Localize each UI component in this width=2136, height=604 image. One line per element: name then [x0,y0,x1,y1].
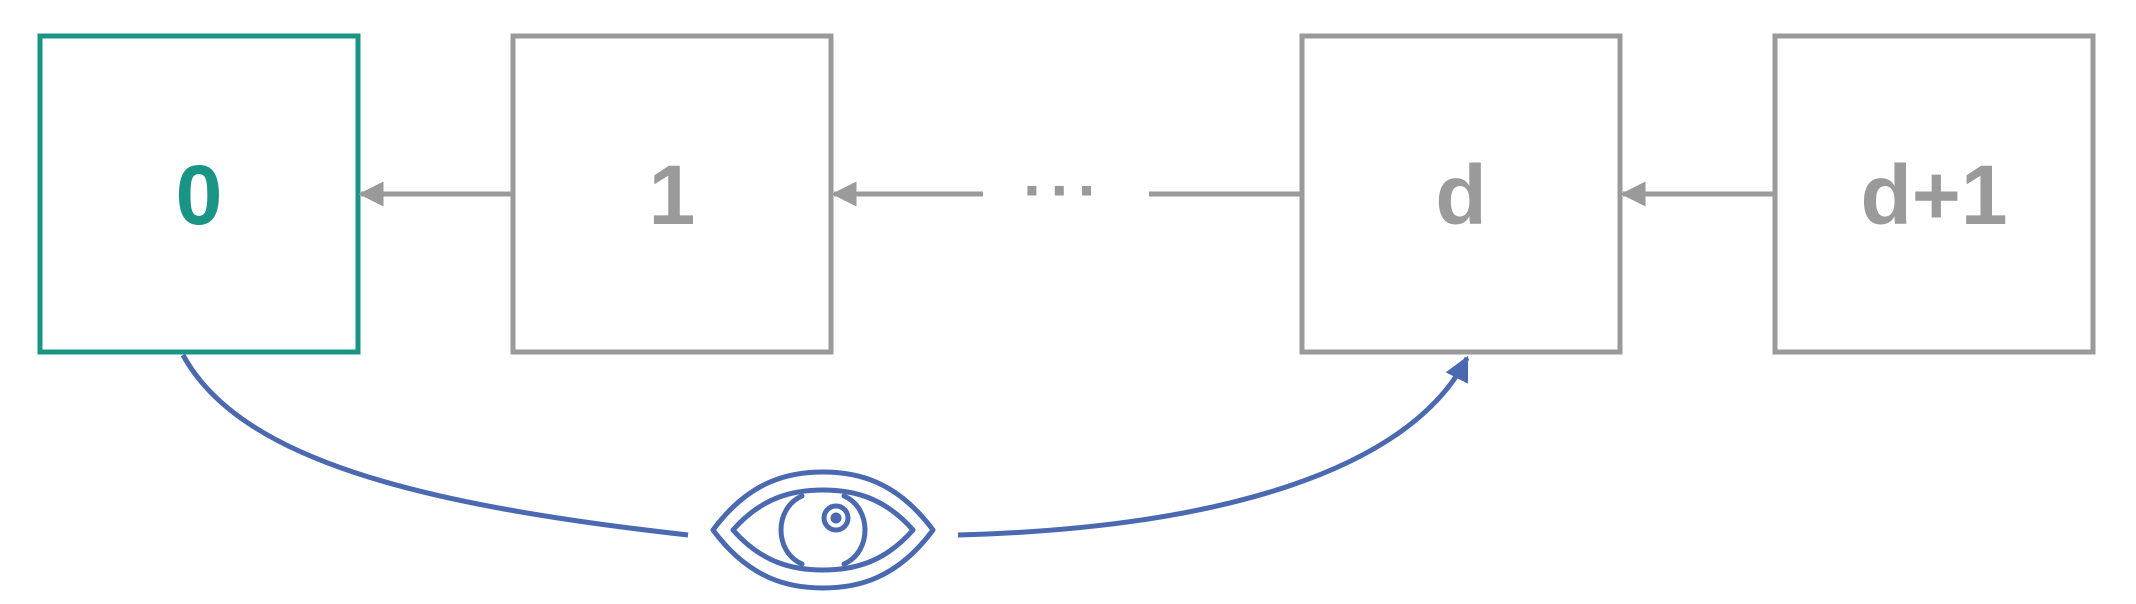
node-d-plus-1-label: d+1 [1860,148,2007,242]
node-d-label: d [1435,148,1486,242]
node-d-plus-1: d+1 [1772,33,2096,355]
node-d: d [1299,33,1623,355]
node-0-label: 0 [176,148,223,242]
node-d-box [1299,33,1623,355]
observer-curve-right [957,355,1470,538]
observer-curve-left [180,353,689,538]
node-0: 0 [37,33,361,355]
node-1: 1 [510,33,834,355]
node-0-box [37,33,361,355]
eye-icon [710,469,936,591]
node-1-label: 1 [649,148,696,242]
node-1-box [510,33,834,355]
ellipsis: ··· [1023,154,1105,226]
node-d-plus-1-box [1772,33,2096,355]
